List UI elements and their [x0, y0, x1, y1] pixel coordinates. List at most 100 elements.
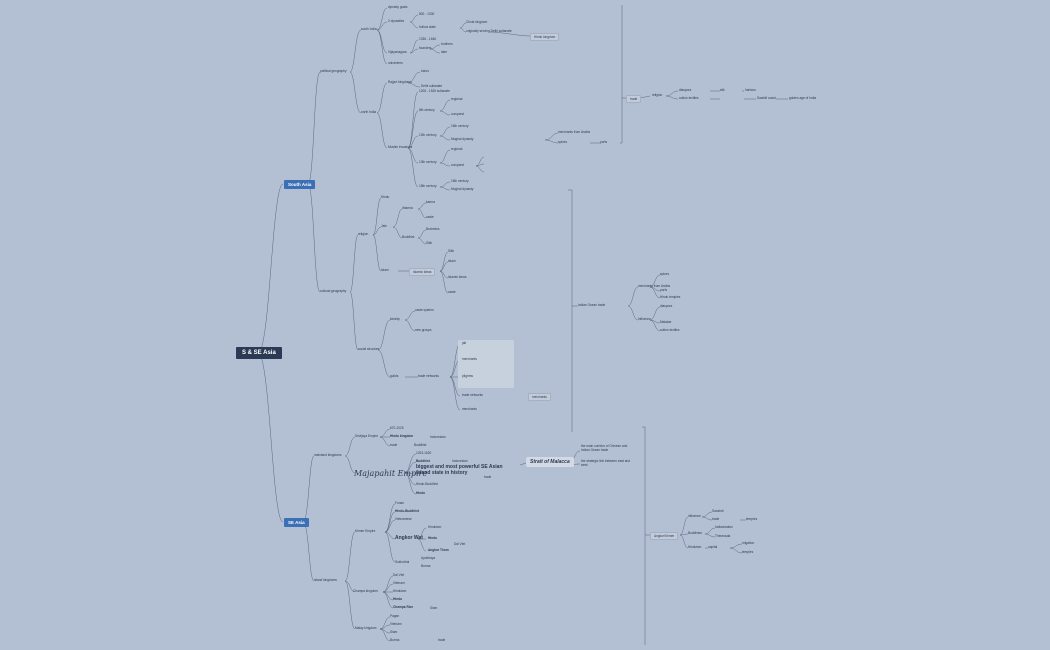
- node[interactable]: hollow state: [419, 25, 436, 29]
- node-majapahit[interactable]: Majapahit Empire: [354, 469, 428, 478]
- node[interactable]: tutors: [421, 69, 429, 73]
- node[interactable]: Hinduism: [688, 545, 702, 549]
- node[interactable]: the main corridor of Chinese and Indian …: [581, 444, 628, 452]
- node[interactable]: irrigation: [742, 541, 755, 545]
- node[interactable]: Brahmins: [426, 227, 440, 231]
- node[interactable]: Buddhist: [416, 459, 430, 463]
- node[interactable]: diaspora: [660, 304, 673, 308]
- node[interactable]: Siam: [430, 606, 438, 610]
- node[interactable]: founders: [419, 46, 432, 50]
- node[interactable]: Hinduism: [393, 589, 407, 593]
- node[interactable]: Hindu: [393, 597, 403, 601]
- node[interactable]: golden age of India: [789, 96, 817, 100]
- node[interactable]: 800 - 1300: [419, 12, 435, 16]
- node-box-islamic-ideas[interactable]: Islamic ideas: [409, 268, 436, 276]
- node[interactable]: Hindu kingdom: [390, 434, 414, 438]
- node[interactable]: caste system: [415, 308, 434, 312]
- node-north-india[interactable]: north India: [361, 110, 377, 114]
- node[interactable]: 16th century: [451, 124, 469, 128]
- node[interactable]: Hindu-Buddhist: [416, 482, 438, 486]
- node[interactable]: Funan: [395, 501, 405, 505]
- node[interactable]: Vijayanagara: [388, 50, 407, 54]
- branch-south-asia[interactable]: South Asia: [284, 180, 316, 189]
- node[interactable]: Islam: [381, 268, 389, 272]
- node-box-trade[interactable]: trade: [626, 95, 642, 103]
- node[interactable]: Buddhism: [688, 531, 703, 535]
- node[interactable]: conquest: [451, 163, 464, 167]
- node[interactable]: influence: [638, 317, 651, 321]
- node-majapahit-note[interactable]: biggest and most powerful SE Asian islan…: [416, 464, 503, 476]
- node[interactable]: cotton textiles: [679, 96, 699, 100]
- node[interactable]: diaspora: [679, 88, 692, 92]
- node[interactable]: dharma: [402, 206, 413, 210]
- node-box-angkor-khmer[interactable]: Angkor/Khmer: [650, 532, 679, 540]
- node[interactable]: 8th century: [419, 108, 435, 112]
- node[interactable]: 670-1025: [390, 426, 404, 430]
- node[interactable]: Burma: [421, 564, 431, 568]
- node[interactable]: Ayutthaya: [421, 556, 436, 560]
- node[interactable]: Sikh: [448, 249, 455, 253]
- node[interactable]: brothers: [441, 42, 453, 46]
- node[interactable]: Sukhothai: [395, 560, 410, 564]
- node[interactable]: originally serving Delhi sultanate: [466, 29, 512, 33]
- node[interactable]: Hindu temples: [660, 295, 681, 299]
- node[interactable]: Vietnamese: [395, 517, 412, 521]
- node[interactable]: 2 dynasties: [388, 19, 405, 23]
- node[interactable]: Mughal dynasty: [451, 137, 474, 141]
- node[interactable]: regional: [451, 97, 463, 101]
- node[interactable]: Delhi sultanate: [421, 84, 443, 88]
- node[interactable]: 12th century: [419, 133, 437, 137]
- node[interactable]: karma: [426, 200, 435, 204]
- node[interactable]: 16th century: [451, 179, 469, 183]
- node[interactable]: Jain: [381, 224, 387, 228]
- node[interactable]: influence: [688, 514, 701, 518]
- node[interactable]: kinship: [390, 317, 400, 321]
- node[interactable]: Indonesian: [430, 435, 446, 439]
- node[interactable]: spices: [660, 272, 670, 276]
- node[interactable]: 1336 - 1646: [419, 37, 437, 41]
- node[interactable]: dynasty goals: [388, 5, 408, 9]
- node[interactable]: ports: [600, 140, 608, 144]
- node-mainland[interactable]: mainland kingdoms: [314, 453, 342, 457]
- node[interactable]: pilgrims: [462, 374, 473, 378]
- node[interactable]: Hindu: [428, 536, 438, 540]
- node[interactable]: religion: [652, 93, 663, 97]
- node[interactable]: Sikh: [426, 241, 433, 245]
- node[interactable]: trade: [712, 517, 720, 521]
- node[interactable]: the strategic link between east and west: [581, 459, 631, 467]
- node[interactable]: Indonesian: [452, 459, 468, 463]
- node[interactable]: Champa Rice: [393, 605, 414, 609]
- node[interactable]: Muslim invasions: [388, 145, 413, 149]
- node[interactable]: temples: [746, 517, 758, 521]
- node[interactable]: merchants: [462, 407, 477, 411]
- node[interactable]: merchants: [462, 357, 477, 361]
- node[interactable]: Theravada: [715, 534, 731, 538]
- node-island[interactable]: island kingdoms: [314, 578, 337, 582]
- node[interactable]: Buddhist: [402, 235, 415, 239]
- node[interactable]: 15th century: [419, 184, 437, 188]
- node-box-merchants[interactable]: merchants: [528, 393, 551, 401]
- node-malay[interactable]: Malay kingdom: [355, 626, 377, 630]
- node[interactable]: Angkor Thom: [428, 548, 449, 552]
- node[interactable]: trade networks: [418, 374, 439, 378]
- node-strait-of-malacca[interactable]: Strait of Malacca: [526, 457, 574, 467]
- node-religion[interactable]: religion: [358, 232, 369, 236]
- node[interactable]: Islam: [448, 259, 456, 263]
- node[interactable]: silk: [720, 88, 725, 92]
- node[interactable]: trade networks: [462, 393, 483, 397]
- node-khmer[interactable]: Khmer Empire: [355, 529, 376, 533]
- node[interactable]: caste: [448, 290, 456, 294]
- node[interactable]: unicenters: [388, 61, 403, 65]
- node-champa[interactable]: Champa kingdom: [353, 589, 378, 593]
- node[interactable]: Dai Viet: [454, 542, 466, 546]
- node[interactable]: Angkor Wat: [395, 535, 423, 541]
- node[interactable]: Hindu: [381, 195, 390, 199]
- node[interactable]: caste: [426, 215, 434, 219]
- node-indian-ocean-trade[interactable]: Indian Ocean trade: [578, 303, 606, 307]
- node[interactable]: Islamic ideas: [448, 275, 467, 279]
- node-south-india[interactable]: south India: [361, 27, 377, 31]
- node[interactable]: Rajput kingdoms: [388, 80, 412, 84]
- node[interactable]: temples: [742, 550, 754, 554]
- node[interactable]: spices: [558, 140, 568, 144]
- node[interactable]: 1293-1520: [416, 451, 432, 455]
